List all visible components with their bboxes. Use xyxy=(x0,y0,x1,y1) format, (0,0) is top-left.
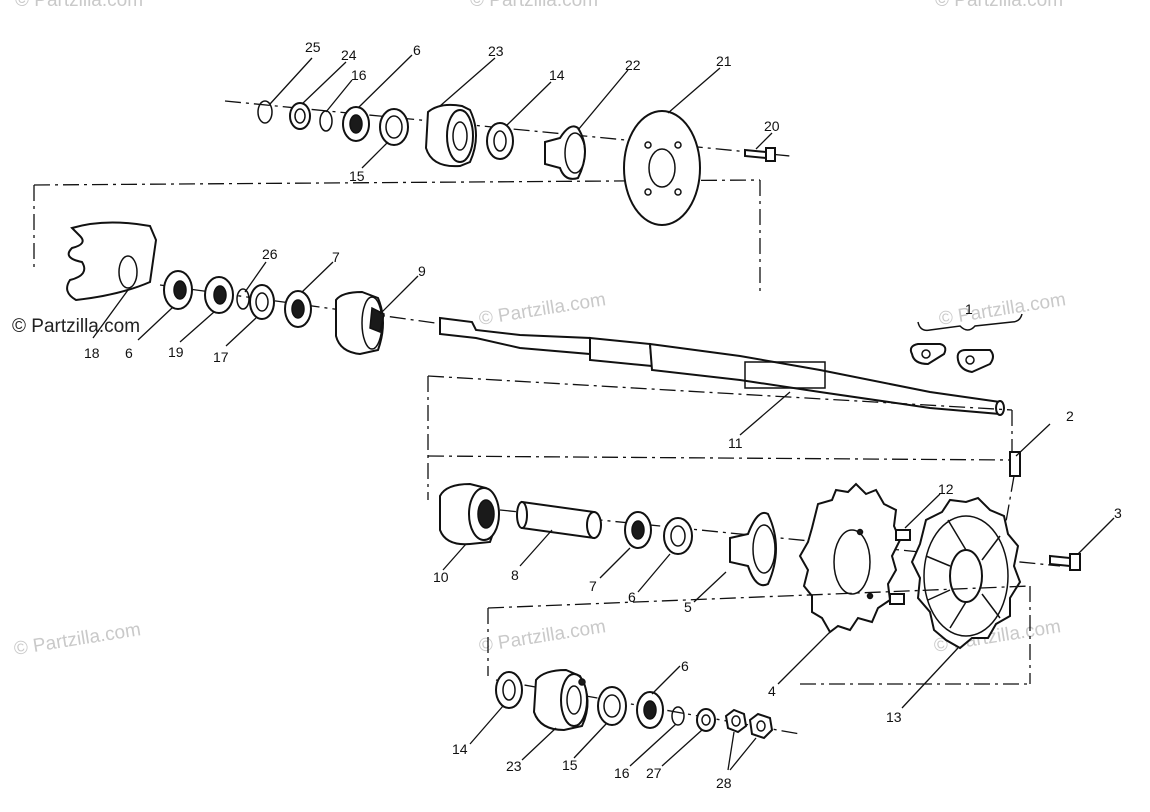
callout-2: 2 xyxy=(1066,408,1074,424)
lower-top-link-line xyxy=(487,585,1031,609)
bracket-1 xyxy=(917,313,1023,332)
callout-15-top: 15 xyxy=(349,168,365,184)
seal-14-top xyxy=(486,122,514,160)
callout-13: 13 xyxy=(886,709,902,725)
watermark-mid-center: © Partzilla.com xyxy=(477,289,607,330)
seal-14-bottom xyxy=(495,671,523,709)
callout-4: 4 xyxy=(768,683,776,699)
bolt-20 xyxy=(744,148,767,160)
top-assembly: 25 24 16 6 23 14 22 21 20 15 xyxy=(33,39,791,292)
spacer-12-upper xyxy=(895,529,911,541)
spacer-tube-8 xyxy=(521,500,595,540)
axle-spline-11 xyxy=(589,336,654,368)
bearing-carrier-9 xyxy=(335,290,384,356)
callout-6-bottom: 6 xyxy=(681,658,689,674)
chain-kit: 1 2 xyxy=(909,301,1074,557)
callout-9: 9 xyxy=(418,263,426,279)
watermarks: © Partzilla.com © Partzilla.com © Partzi… xyxy=(12,0,1067,660)
callout-6-right: 6 xyxy=(628,589,636,605)
master-link-2 xyxy=(1009,451,1021,477)
callout-24: 24 xyxy=(341,47,357,63)
callout-19: 19 xyxy=(168,344,184,360)
nut-28-b xyxy=(748,712,774,740)
callout-11: 11 xyxy=(728,435,743,451)
left-bearing-assembly: 18 6 19 26 17 7 9 11 xyxy=(66,221,1013,500)
bearing-15-top xyxy=(379,108,409,146)
callout-17: 17 xyxy=(213,349,229,365)
callout-25: 25 xyxy=(305,39,321,55)
top-link-line xyxy=(33,179,761,186)
bottom-assembly: 14 23 15 6 16 27 28 xyxy=(452,658,801,791)
chain-link-plate-2 xyxy=(956,349,994,374)
callout-7-right: 7 xyxy=(589,578,597,594)
callout-6-left: 6 xyxy=(125,345,133,361)
drive-sprocket-4 xyxy=(798,482,902,634)
callout-16-top: 16 xyxy=(351,67,367,83)
bracket-plate-18 xyxy=(66,221,158,302)
watermark-mid-right: © Partzilla.com xyxy=(937,289,1067,330)
oring-16-bottom xyxy=(671,706,685,726)
watermark-main: © Partzilla.com xyxy=(12,316,140,337)
callout-8: 8 xyxy=(511,567,519,583)
callout-14-top: 14 xyxy=(549,67,565,83)
callout-7-left: 7 xyxy=(332,249,340,265)
spacer-17 xyxy=(249,284,275,320)
nut-28-a xyxy=(724,708,748,734)
spacer-12-lower xyxy=(889,593,905,605)
mid-top-link-line xyxy=(427,375,1013,411)
callout-23-bottom: 23 xyxy=(506,758,522,774)
oring-16-top xyxy=(319,110,333,132)
spacer-24 xyxy=(289,102,311,130)
callout-14-bottom: 14 xyxy=(452,741,468,757)
bearing-6-right xyxy=(663,517,693,555)
callout-22: 22 xyxy=(625,57,641,73)
watermark-top-left: © Partzilla.com xyxy=(15,0,143,11)
watermark-top-right: © Partzilla.com xyxy=(935,0,1063,11)
callout-6-top: 6 xyxy=(413,42,421,58)
spacer-27 xyxy=(696,708,716,732)
bearing-15-bottom xyxy=(597,686,627,726)
callout-15-bottom: 15 xyxy=(562,757,578,773)
bolt-3 xyxy=(1049,554,1071,568)
callout-20: 20 xyxy=(764,118,780,134)
callout-23-top: 23 xyxy=(488,43,504,59)
callout-28: 28 xyxy=(716,775,732,791)
circlip-25 xyxy=(257,100,273,124)
callout-27: 27 xyxy=(646,765,662,781)
sprocket-assembly: 10 8 7 6 5 4 12 13 3 xyxy=(433,481,1122,725)
chain-link-plate-1 xyxy=(909,343,947,366)
callout-16-bottom: 16 xyxy=(614,765,630,781)
watermark-lower-left: © Partzilla.com xyxy=(12,619,142,660)
callout-3: 3 xyxy=(1114,505,1122,521)
watermark-lower-center: © Partzilla.com xyxy=(477,616,607,657)
callout-26: 26 xyxy=(262,246,278,262)
callout-1: 1 xyxy=(965,301,973,317)
watermark-top-center: © Partzilla.com xyxy=(470,0,598,11)
oring-26 xyxy=(236,288,250,310)
brake-disc-21 xyxy=(623,110,701,226)
callout-10: 10 xyxy=(433,569,449,585)
mid-bottom-link-line xyxy=(427,455,1013,461)
callout-18: 18 xyxy=(84,345,100,361)
callout-21: 21 xyxy=(716,53,732,69)
callout-5: 5 xyxy=(684,599,692,615)
callout-12: 12 xyxy=(938,481,954,497)
